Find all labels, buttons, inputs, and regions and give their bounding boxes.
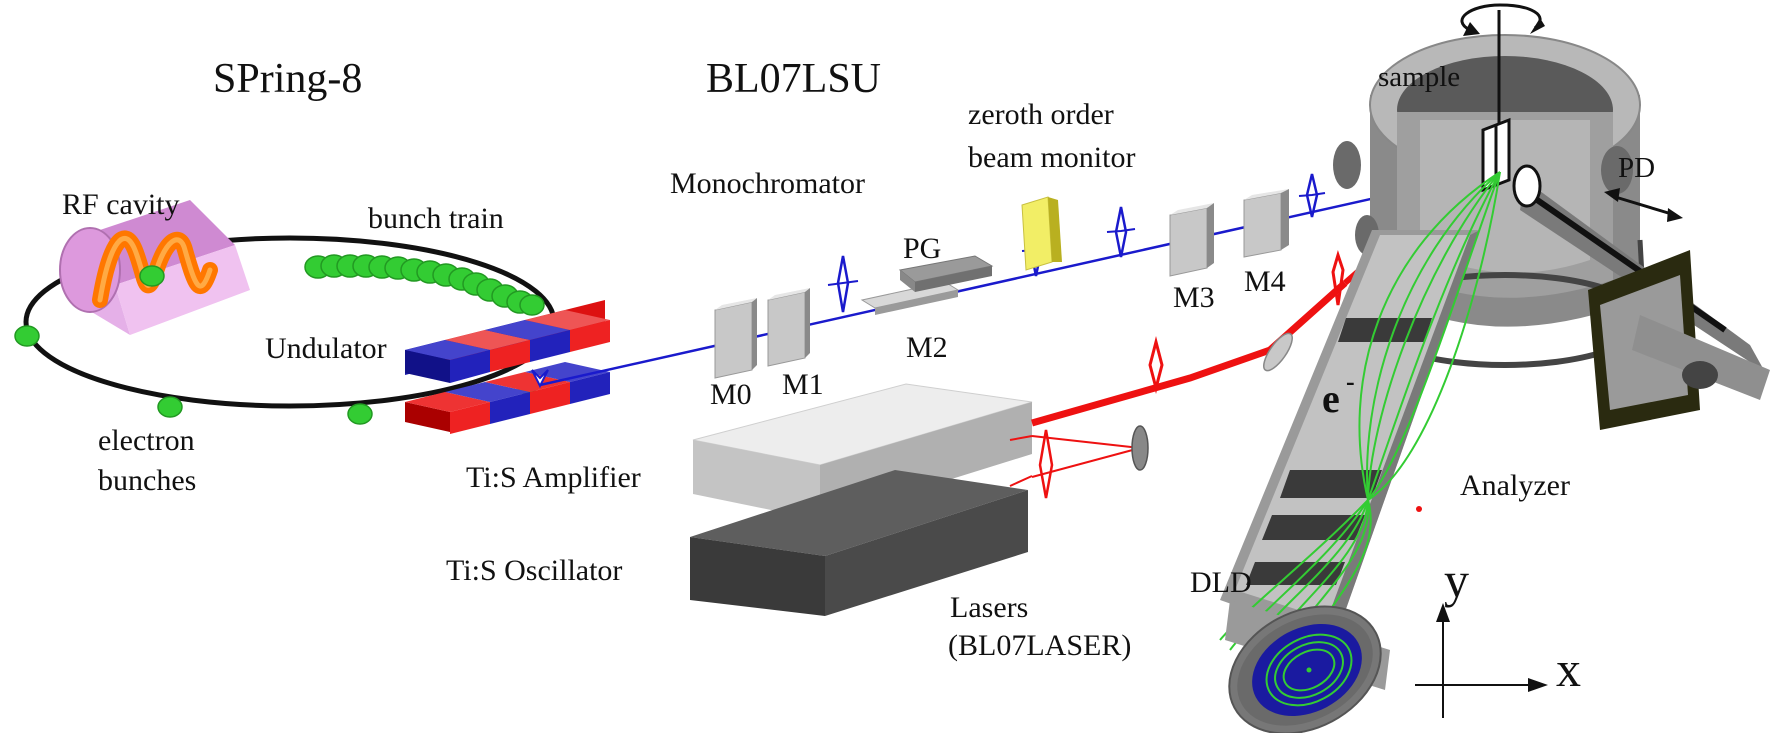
label-ti-oscillator: Ti:S Oscillator xyxy=(446,554,622,587)
dld-detector xyxy=(1225,600,1390,733)
mirror-m1 xyxy=(767,288,810,367)
label-bl07laser: (BL07LASER) xyxy=(948,629,1131,662)
label-spring8: SPring-8 xyxy=(213,56,362,102)
label-bl07lsu: BL07LSU xyxy=(706,56,881,102)
label-electron-symbol: e xyxy=(1322,376,1340,421)
label-m4: M4 xyxy=(1244,265,1286,298)
rf-cavity xyxy=(59,200,250,335)
label-pd: PD xyxy=(1618,152,1655,184)
bunch-train xyxy=(304,254,545,316)
label-m1: M1 xyxy=(782,368,824,401)
mirror-m4 xyxy=(1243,189,1289,258)
electron-trajectories xyxy=(1219,171,1501,661)
label-m3: M3 xyxy=(1173,281,1215,314)
label-beam-monitor: beam monitor xyxy=(968,141,1135,174)
pd-arm xyxy=(1520,180,1770,430)
label-monochromator: Monochromator xyxy=(670,167,865,200)
label-bunches: bunches xyxy=(98,464,196,497)
label-pg: PG xyxy=(903,232,941,265)
label-sample: sample xyxy=(1378,61,1460,93)
axis-x-label: x xyxy=(1556,641,1581,697)
undulator xyxy=(405,300,610,434)
photodiode xyxy=(1512,164,1683,222)
label-dld: DLD xyxy=(1190,566,1252,599)
label-undulator: Undulator xyxy=(265,332,387,365)
pd-arrow-icon xyxy=(1611,194,1676,217)
label-rf-cavity: RF cavity xyxy=(62,188,180,221)
grating-pg xyxy=(898,255,994,292)
label-analyzer: Analyzer xyxy=(1460,469,1570,502)
mirror-m3 xyxy=(1169,203,1214,277)
label-zeroth-order: zeroth order xyxy=(968,98,1114,131)
rotation-arrow-icon xyxy=(1460,3,1542,32)
sample-holder xyxy=(1460,3,1545,193)
beam-monitor xyxy=(1021,196,1062,271)
analyzer xyxy=(1219,171,1501,661)
label-ti-amplifier: Ti:S Amplifier xyxy=(466,461,641,494)
label-bunch-train: bunch train xyxy=(368,202,504,235)
laser-mirrors xyxy=(1131,332,1293,471)
axis-y-label: y xyxy=(1444,552,1469,608)
vacuum-chamber xyxy=(1333,34,1648,368)
label-m2: M2 xyxy=(906,331,948,364)
mirror-m0 xyxy=(714,298,757,379)
xy-axes xyxy=(1415,603,1548,718)
label-lasers: Lasers xyxy=(950,591,1028,624)
ti-s-oscillator xyxy=(690,470,1028,616)
label-electron: electron xyxy=(98,424,195,457)
label-m0: M0 xyxy=(710,378,752,411)
label-electron-sup: - xyxy=(1346,367,1355,396)
